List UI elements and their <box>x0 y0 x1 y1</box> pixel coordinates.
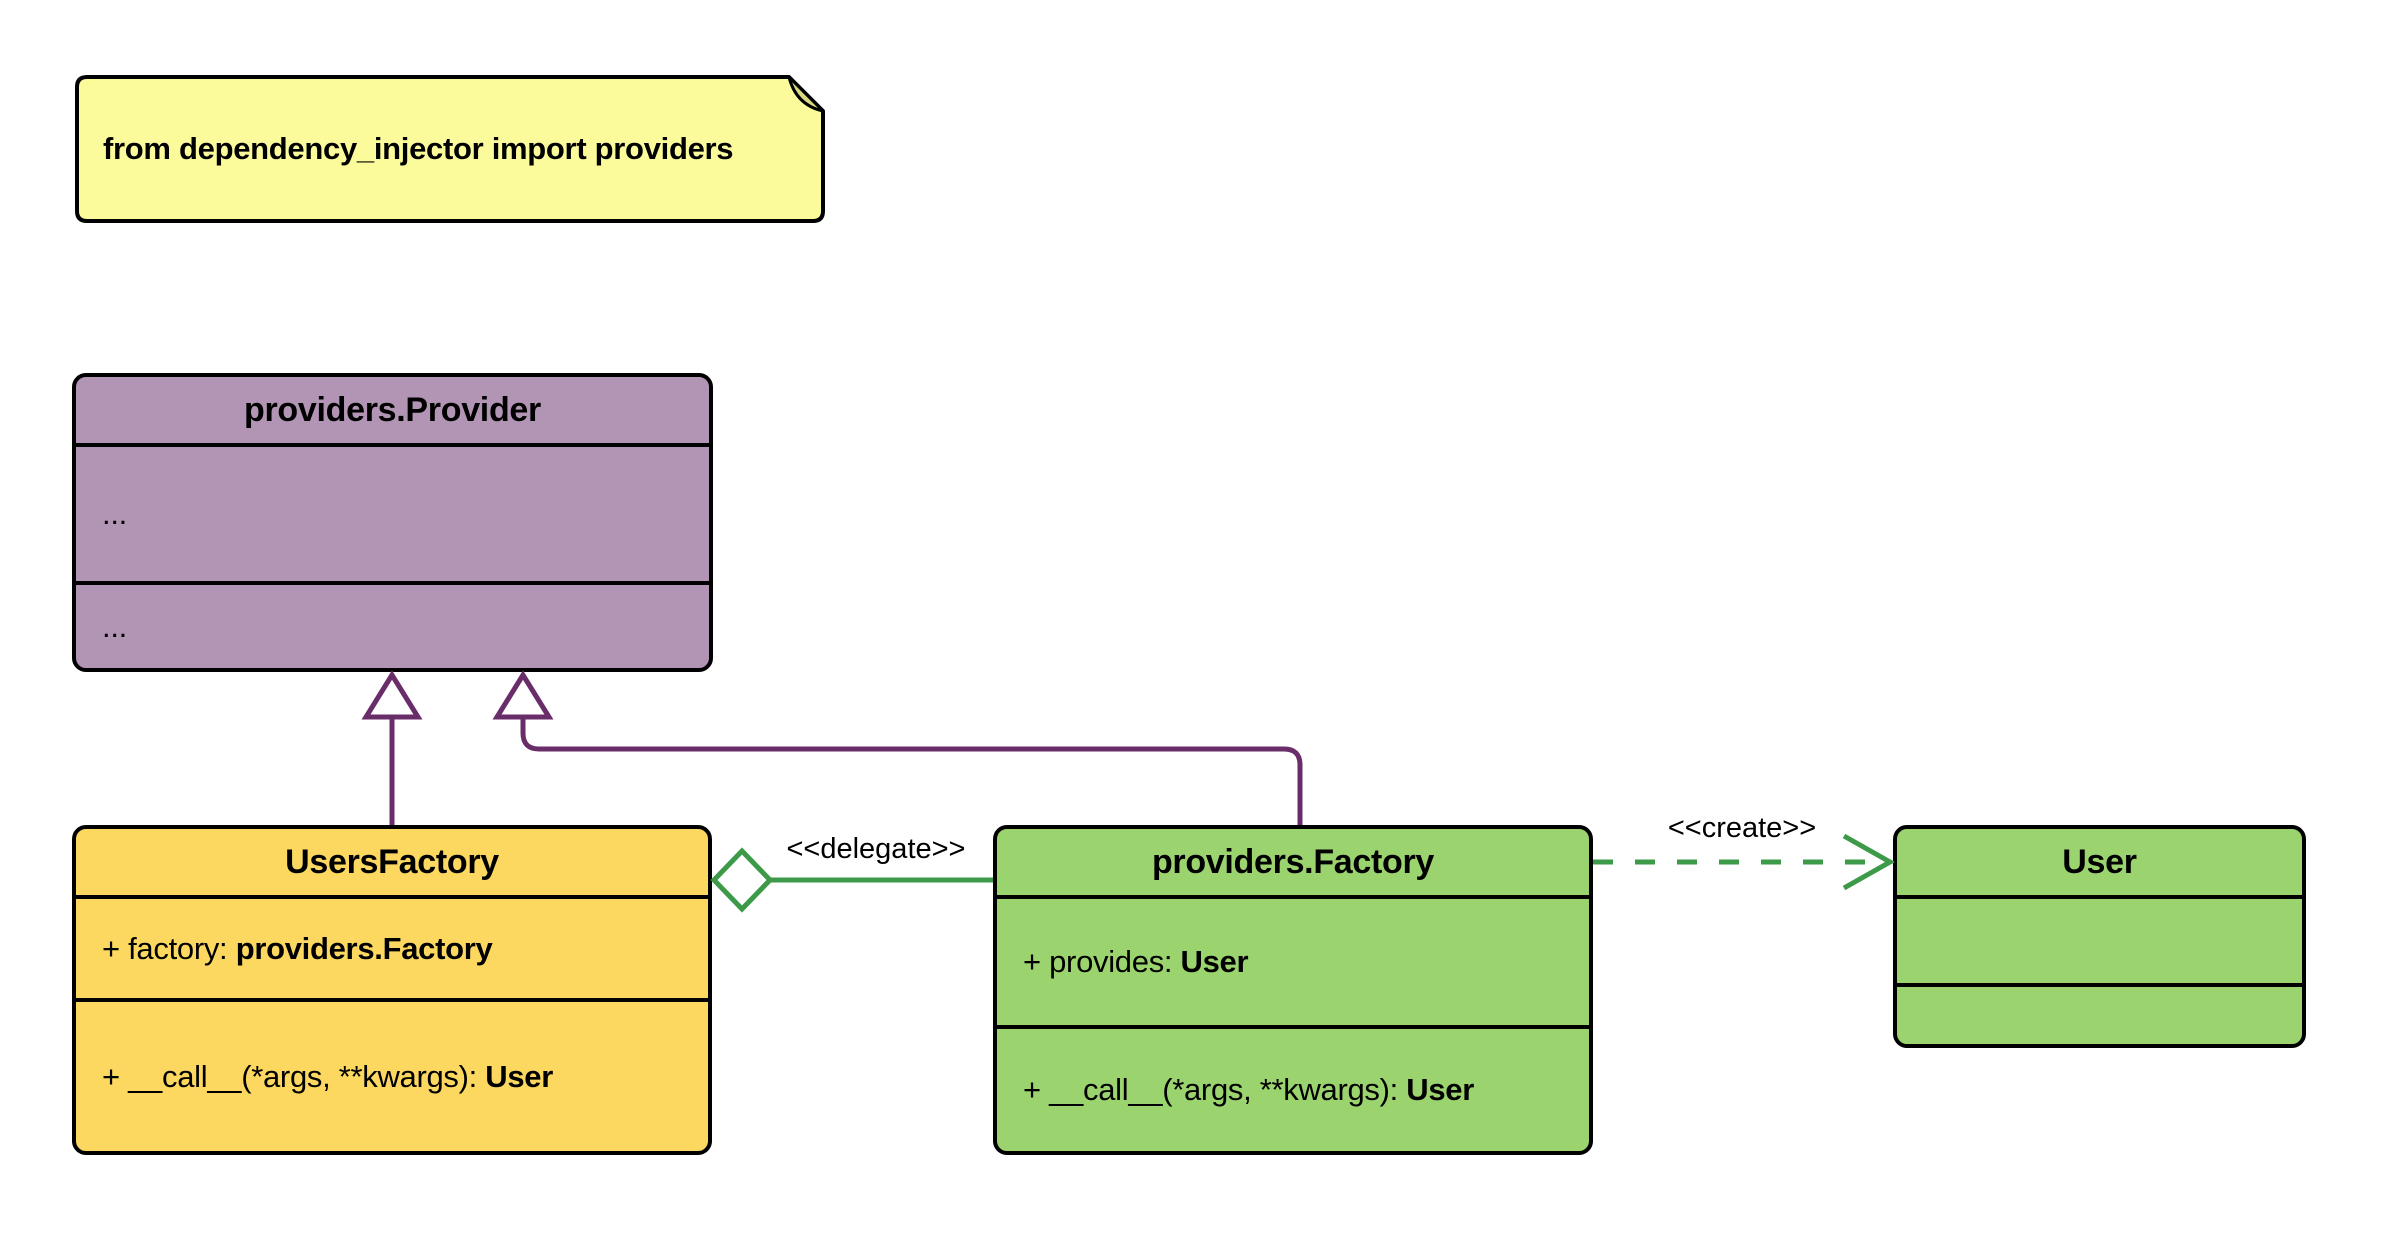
attributes-compartment: + provides: User <box>997 899 1589 1029</box>
class-title: User <box>1897 829 2302 899</box>
inheritance-edge-usersfactory <box>361 670 423 825</box>
class-title: UsersFactory <box>76 829 708 899</box>
class-usersfactory: UsersFactory + factory: providers.Factor… <box>72 825 712 1155</box>
attribute-text: + factory: providers.Factory <box>102 930 493 966</box>
method-text: + __call__(*args, **kwargs): User <box>102 1058 554 1094</box>
inheritance-triangle-icon <box>361 670 423 720</box>
class-title: providers.Factory <box>997 829 1589 899</box>
class-title: providers.Provider <box>76 377 709 447</box>
class-providers-factory: providers.Factory + provides: User + __c… <box>993 825 1593 1155</box>
attribute-text: + provides: User <box>1023 944 1249 979</box>
note: from dependency_injector import provider… <box>75 75 825 223</box>
create-label: <<create>> <box>1667 812 1817 844</box>
methods-compartment: ... <box>76 585 709 668</box>
note-background <box>75 75 825 223</box>
create-arrowhead-icon <box>1842 833 1896 891</box>
attributes-compartment: ... <box>76 447 709 585</box>
inheritance-edge-factory <box>492 670 1303 825</box>
attribute-text: ... <box>102 496 127 531</box>
methods-compartment <box>1897 987 2302 1044</box>
method-text: + __call__(*args, **kwargs): User <box>1023 1072 1475 1107</box>
class-providers-provider: providers.Provider ... ... <box>72 373 713 672</box>
method-text: ... <box>102 608 127 644</box>
delegate-label: <<delegate>> <box>786 833 966 865</box>
inheritance-triangle-icon <box>492 670 554 720</box>
class-user: User <box>1893 825 2306 1048</box>
note-fold-icon <box>787 75 825 113</box>
note-text: from dependency_injector import provider… <box>103 131 734 166</box>
attributes-compartment: + factory: providers.Factory <box>76 899 708 1002</box>
methods-compartment: + __call__(*args, **kwargs): User <box>76 1002 708 1151</box>
methods-compartment: + __call__(*args, **kwargs): User <box>997 1029 1589 1151</box>
attributes-compartment <box>1897 899 2302 987</box>
